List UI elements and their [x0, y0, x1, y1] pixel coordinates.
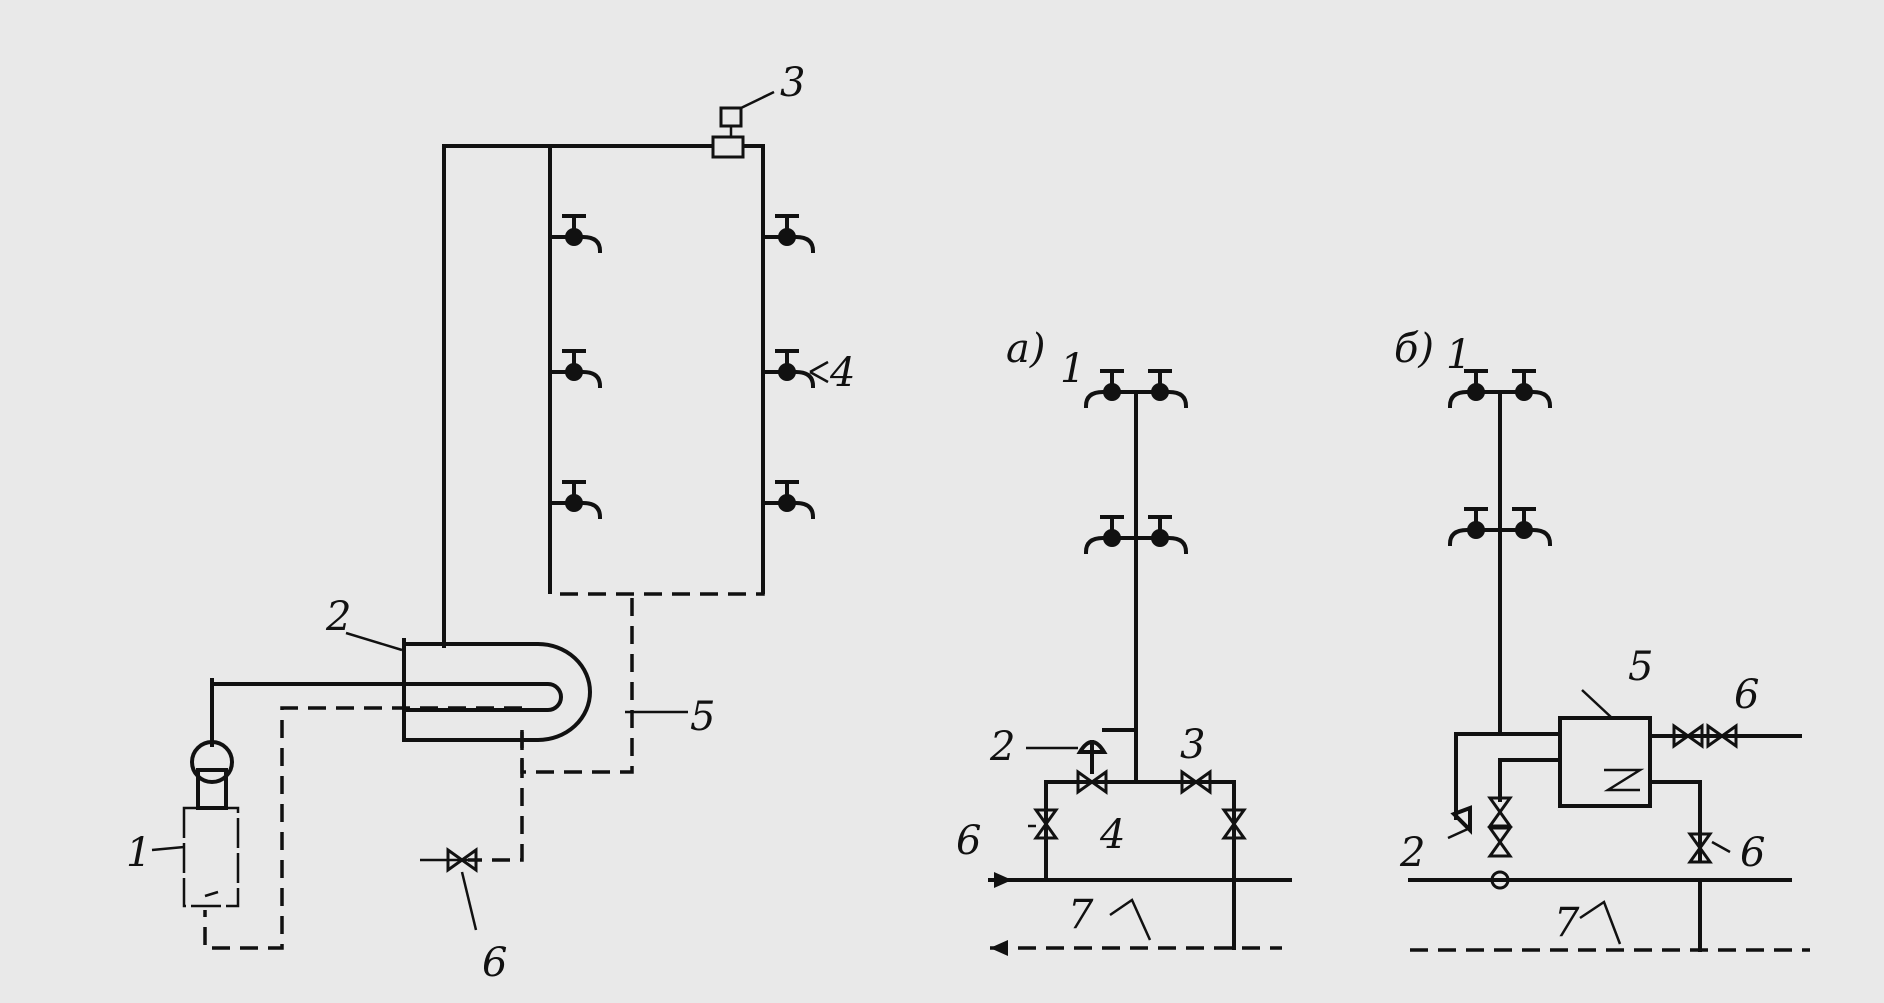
- label-b-6-right: 6: [1740, 830, 1765, 876]
- air-vent-base: [711, 135, 745, 159]
- label-main-6: 6: [482, 940, 507, 986]
- label-a-4: 4: [1099, 812, 1125, 858]
- tap-icon: [1498, 369, 1552, 408]
- label-main-4: 4: [829, 350, 855, 396]
- tap-icon: [1448, 507, 1502, 546]
- label-b-2: 2: [1399, 830, 1425, 876]
- label-b-5: 5: [1628, 644, 1653, 690]
- tap-icon: [1084, 369, 1138, 408]
- return-bottom-loop: [548, 520, 765, 596]
- valve-icon: [1488, 796, 1512, 828]
- tap-icon: [548, 214, 602, 253]
- tap-icon: [761, 214, 815, 253]
- label-a-2: 2: [989, 724, 1015, 770]
- tap-icon: [761, 349, 815, 388]
- tap-icon: [761, 480, 815, 519]
- return-to-heater: [203, 706, 522, 950]
- heater-5: [1558, 716, 1652, 808]
- return-to-valve-6: [468, 732, 524, 862]
- water-heater: [151, 678, 240, 908]
- air-vent-icon: [719, 106, 743, 128]
- label-a-3: 3: [1180, 722, 1205, 768]
- label-a-1: 1: [1060, 346, 1085, 392]
- label-a-7: 7: [1068, 892, 1094, 938]
- tap-icon: [1134, 369, 1188, 408]
- label-b-1: 1: [1446, 332, 1471, 378]
- label-b-title: б): [1394, 326, 1434, 372]
- heat-exchanger: [210, 631, 592, 742]
- tap-icon: [548, 349, 602, 388]
- label-a-6: 6: [956, 818, 981, 864]
- supply-riser-left: [442, 144, 765, 648]
- main-scheme: 1 2 3 4 5 6: [126, 60, 855, 986]
- label-b-6-top: 6: [1734, 672, 1759, 718]
- label-b-7: 7: [1554, 900, 1580, 946]
- tap-icon: [1084, 515, 1138, 554]
- label-main-3: 3: [780, 60, 805, 106]
- tap-icon: [1498, 507, 1552, 546]
- label-a-title: а): [1006, 326, 1045, 372]
- scheme-b: б) 1 2 5 6 6 7: [1394, 326, 1810, 952]
- tap-icon: [1134, 515, 1188, 554]
- label-main-2: 2: [325, 594, 351, 640]
- scheme-a: а) 1 2 3 4 6 7: [956, 326, 1292, 956]
- valve-icon: [1488, 826, 1512, 858]
- label-main-1: 1: [126, 830, 151, 876]
- tap-icon: [548, 480, 602, 519]
- label-main-5: 5: [690, 694, 715, 740]
